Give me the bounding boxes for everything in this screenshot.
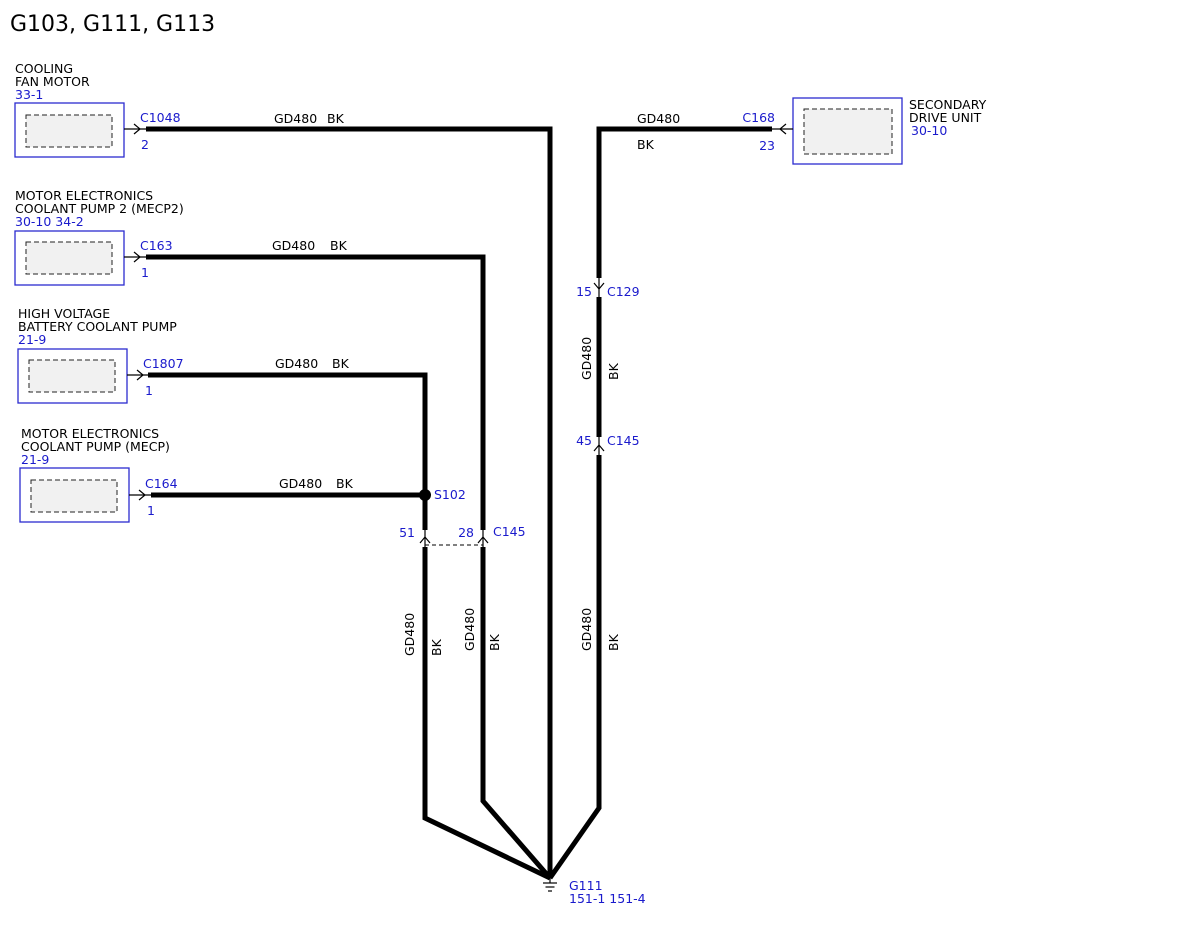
- component-ref: 21-9: [18, 332, 46, 347]
- pin-label: 23: [759, 138, 775, 153]
- pin-label: 2: [141, 137, 149, 152]
- connector-arrow-icon: [136, 369, 144, 381]
- wire-color-label: BK: [332, 356, 350, 371]
- wire-circuit-label: GD480: [402, 613, 417, 656]
- component-hv-battery-coolant-pump: HIGH VOLTAGE BATTERY COOLANT PUMP 21-9 C…: [17, 306, 184, 404]
- wire-c145-pin51-to-ground: [422, 547, 552, 881]
- connector-label: C163: [140, 238, 173, 253]
- wire-color-label: BK: [330, 238, 348, 253]
- pin-label: 45: [576, 433, 592, 448]
- connector-arrow-icon: [477, 536, 489, 544]
- ground-g111: G111 151-1 151-4: [543, 876, 646, 906]
- ground-label: G111: [569, 878, 603, 893]
- component-name-line2: BATTERY COOLANT PUMP: [18, 319, 177, 334]
- connector-arrow-icon: [138, 489, 146, 501]
- connector-label: C164: [145, 476, 178, 491]
- component-ref: 33-1: [15, 87, 43, 102]
- wire-color-label: BK: [606, 633, 621, 651]
- component-name-line1: MOTOR ELECTRONICS: [21, 426, 159, 441]
- connector-label: C1807: [143, 356, 184, 371]
- connector-arrow-icon: [593, 282, 605, 290]
- component-ref: 30-10 34-2: [15, 214, 84, 229]
- wire-cooling-fan-to-ground: [146, 126, 553, 878]
- wire-color-label: BK: [336, 476, 354, 491]
- wire-color-label: BK: [487, 633, 502, 651]
- connector-arrow-icon: [593, 444, 605, 452]
- component-name-line2: COOLANT PUMP 2 (MECP2): [15, 201, 184, 216]
- connector-arrow-icon: [133, 251, 141, 263]
- splice-s102: S102: [419, 487, 466, 502]
- component-mecp: MOTOR ELECTRONICS COOLANT PUMP (MECP) 21…: [19, 426, 178, 523]
- wire-circuit-label: GD480: [579, 608, 594, 651]
- wire-circuit-label: GD480: [637, 111, 680, 126]
- wire-circuit-label: GD480: [462, 608, 477, 651]
- wire-labels-vertical: GD480 BK GD480 BK GD480 BK GD480 BK: [402, 337, 621, 656]
- connector-arrow-icon: [133, 123, 141, 135]
- pin-label: 1: [141, 265, 149, 280]
- wire-color-label: BK: [606, 362, 621, 380]
- component-inner-outline: [30, 479, 118, 513]
- connector-arrow-icon: [419, 536, 431, 544]
- wire-color-label: BK: [637, 137, 655, 152]
- component-name-line1: COOLING: [15, 61, 73, 76]
- wire-circuit-label: GD480: [275, 356, 318, 371]
- component-name-line2: COOLANT PUMP (MECP): [21, 439, 170, 454]
- wire-c145-pin28-to-ground: [480, 547, 552, 880]
- splice-dot-icon: [419, 489, 431, 501]
- component-secondary-drive-unit: SECONDARY DRIVE UNIT 30-10 C168 23: [742, 97, 987, 165]
- component-cooling-fan-motor: COOLING FAN MOTOR 33-1 C1048 2: [14, 61, 181, 158]
- wire-circuit-label: GD480: [579, 337, 594, 380]
- component-inner-outline: [28, 359, 116, 393]
- component-name-line2: FAN MOTOR: [15, 74, 90, 89]
- wire-hv-pump-to-s102: [148, 372, 428, 495]
- component-ref: 21-9: [21, 452, 49, 467]
- wire-secondary-drive-to-c129: [596, 126, 772, 278]
- connector-arrow-icon: [779, 123, 787, 135]
- pin-label: 1: [145, 383, 153, 398]
- component-inner-outline: [25, 114, 113, 148]
- component-name-line1: SECONDARY: [909, 97, 987, 112]
- wire-color-label: BK: [327, 111, 345, 126]
- pin-label: 15: [576, 284, 592, 299]
- wire-circuit-label: GD480: [272, 238, 315, 253]
- inline-connector-c145-left: 51 28 C145: [399, 524, 526, 547]
- wire-mecp-to-s102: [151, 492, 428, 530]
- component-ref: 30-10: [911, 123, 947, 138]
- pin-label: 1: [147, 503, 155, 518]
- connector-label: C145: [607, 433, 640, 448]
- wire-labels-horizontal: GD480 BK GD480 BK GD480 BK GD480 BK GD48…: [272, 111, 680, 491]
- component-name-line2: DRIVE UNIT: [909, 110, 982, 125]
- wire-mecp2-to-c145: [146, 254, 486, 530]
- wire-circuit-label: GD480: [274, 111, 317, 126]
- connector-label: C1048: [140, 110, 181, 125]
- pin-label: 28: [458, 525, 474, 540]
- ground-refs: 151-1 151-4: [569, 891, 646, 906]
- wire-c145-right-to-ground: [547, 455, 602, 880]
- component-name-line1: MOTOR ELECTRONICS: [15, 188, 153, 203]
- component-inner-outline: [803, 108, 893, 155]
- component-name-line1: HIGH VOLTAGE: [18, 306, 110, 321]
- connector-label: C145: [493, 524, 526, 539]
- inline-connector-c129: 15 C129: [576, 278, 640, 299]
- pin-label: 51: [399, 525, 415, 540]
- wire-color-label: BK: [429, 638, 444, 656]
- component-mecp2: MOTOR ELECTRONICS COOLANT PUMP 2 (MECP2)…: [14, 188, 184, 286]
- component-inner-outline: [25, 241, 113, 275]
- splice-label: S102: [434, 487, 466, 502]
- page-title: G103, G111, G113: [10, 12, 215, 37]
- inline-connector-c145-right: 45 C145: [576, 433, 640, 455]
- connector-label: C168: [742, 110, 775, 125]
- connector-label: C129: [607, 284, 640, 299]
- wire-circuit-label: GD480: [279, 476, 322, 491]
